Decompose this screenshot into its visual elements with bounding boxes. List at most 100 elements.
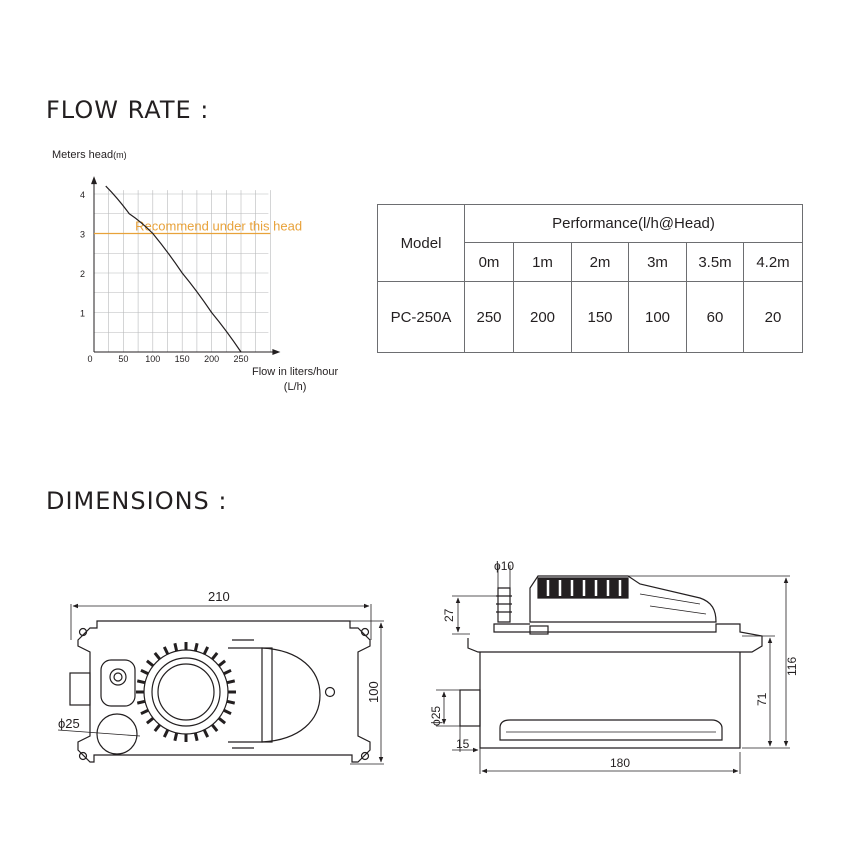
rim-clip <box>529 625 549 635</box>
dim-label-27: 27 <box>442 608 456 622</box>
inlet-fitting-hole <box>113 672 123 682</box>
model-cell: PC-250A <box>377 281 465 353</box>
body-base-slot <box>499 719 723 741</box>
motor-fin <box>162 729 170 738</box>
motor-fins <box>136 642 236 742</box>
motor-fin <box>211 651 219 661</box>
motor-fin <box>173 642 179 652</box>
y-tick-label: 4 <box>80 190 85 200</box>
motor-fin <box>226 699 236 705</box>
dim-label-71: 71 <box>755 692 769 706</box>
vent-slots <box>546 580 622 596</box>
chart-axes <box>91 176 281 355</box>
top-view-outline <box>77 620 371 763</box>
mount-hole <box>78 751 88 761</box>
inlet-fitting <box>100 659 136 707</box>
side-outlet-label: ϕ25 <box>429 706 443 726</box>
value-cell: 200 <box>513 281 572 353</box>
mount-hole <box>360 751 370 761</box>
motor-ring-outer <box>143 649 229 735</box>
dim-label-180: 180 <box>610 756 630 770</box>
chart-x-axis-label-line2: (L/h) <box>283 381 307 393</box>
value-cell: 20 <box>743 281 803 353</box>
motor-fin <box>153 651 161 661</box>
motor-fin <box>136 699 146 705</box>
dim-label-210: 210 <box>208 589 230 604</box>
motor-ring-inner <box>151 657 221 727</box>
performance-header: Performance(l/h@Head) <box>464 204 803 243</box>
pipe-barbs <box>496 595 512 613</box>
mount-hole <box>78 627 88 637</box>
flow-rate-heading: FLOW RATE : <box>46 96 210 124</box>
chart-grid <box>94 190 271 352</box>
motor-fin <box>202 729 210 738</box>
chart-ticks: 1 2 3 4 0 50 100 150 200 250 <box>80 190 249 364</box>
cap-lines <box>639 593 707 615</box>
motor-fin <box>145 659 155 667</box>
table-header-row: Model Performance(l/h@Head) <box>377 204 803 282</box>
x-axis-arrow <box>272 349 281 355</box>
motor-core <box>157 663 215 721</box>
chart-y-axis-label: Meters head(m) <box>52 149 127 161</box>
lid-hinge <box>261 647 273 743</box>
recommend-head-label: Recommend under this head <box>135 219 302 234</box>
side-inlet <box>69 672 91 706</box>
dim-label-116: 116 <box>785 657 799 676</box>
motor-fin <box>145 717 155 725</box>
x-tick-label: 100 <box>145 354 160 364</box>
head-cell: 4.2m <box>743 242 803 282</box>
motor-fin <box>193 642 199 652</box>
motor-fin <box>140 668 149 676</box>
y-tick-label: 2 <box>80 269 85 279</box>
head-cell: 3.5m <box>686 242 744 282</box>
dim-label-15: 15 <box>456 737 470 751</box>
table-head-row: 0m 1m 2m 3m 3.5m 4.2m <box>378 242 803 282</box>
side-outlet <box>459 689 481 727</box>
x-tick-label: 0 <box>87 354 92 364</box>
y-tick-label: 1 <box>80 309 85 319</box>
outlet-circle <box>96 713 138 755</box>
x-tick-label: 50 <box>118 354 128 364</box>
dimensions-heading: DIMENSIONS : <box>46 487 228 515</box>
side-pipe-label: ϕ10 <box>494 559 514 573</box>
reservoir-lid <box>228 647 321 743</box>
table-row: PC-250A 250 200 150 100 60 20 <box>377 281 803 353</box>
y-axis-arrow <box>91 176 97 185</box>
discharge-pipe <box>497 587 511 623</box>
body-rim <box>467 623 763 653</box>
chart-x-axis-label: Flow in liters/hour (L/h) <box>252 365 338 395</box>
motor-fin <box>217 717 227 725</box>
motor-fin <box>136 679 146 685</box>
motor-fin <box>162 646 170 655</box>
y-tick-label: 3 <box>80 230 85 240</box>
motor-fin <box>173 732 179 742</box>
motor-fin <box>140 708 149 716</box>
body-outline <box>479 652 741 749</box>
performance-curve <box>105 185 242 353</box>
motor-fin <box>202 646 210 655</box>
dim-label-100: 100 <box>366 681 381 703</box>
outlet-leader-line <box>57 729 141 737</box>
top-outlet-label: ϕ25 <box>58 716 80 731</box>
chart-y-axis-unit: (m) <box>113 150 127 160</box>
mount-hole <box>360 627 370 637</box>
lid-clip <box>232 639 254 749</box>
head-cell: 1m <box>513 242 572 282</box>
value-cell: 150 <box>571 281 629 353</box>
motor-fin <box>223 708 232 716</box>
motor-fin <box>211 723 219 733</box>
inlet-fitting-ring <box>109 668 127 686</box>
x-tick-label: 200 <box>204 354 219 364</box>
x-tick-label: 150 <box>175 354 190 364</box>
chart-x-axis-label-line1: Flow in liters/hour <box>252 366 339 378</box>
lid-screw <box>324 686 336 698</box>
x-tick-label: 250 <box>233 354 248 364</box>
value-cell: 250 <box>464 281 514 353</box>
performance-table: Model Performance(l/h@Head) 0m 1m 2m 3m … <box>377 204 803 353</box>
motor-fin <box>226 679 236 685</box>
motor-fin <box>193 732 199 742</box>
motor-fin <box>223 668 232 676</box>
